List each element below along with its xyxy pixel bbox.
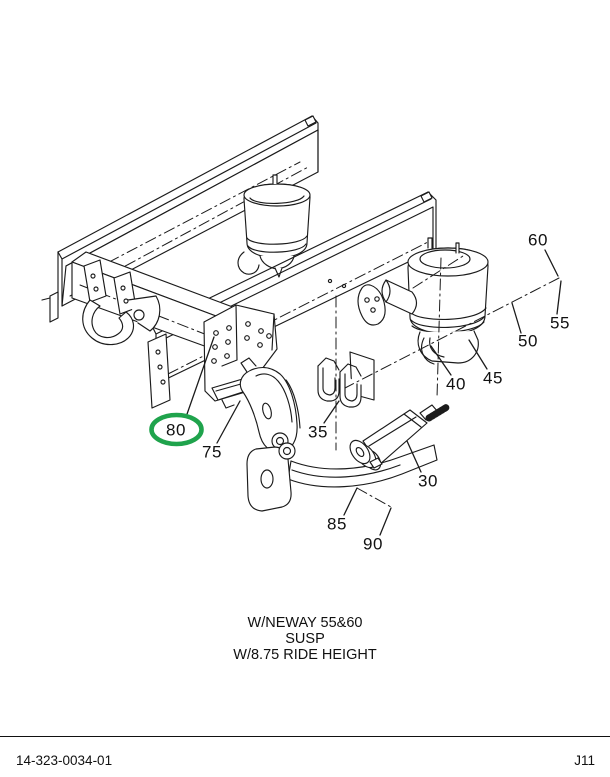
leader-75 — [216, 400, 241, 444]
leader-55 — [556, 280, 562, 315]
callout-75[interactable]: 75 — [202, 442, 222, 462]
callout-55[interactable]: 55 — [550, 313, 570, 333]
section-lines — [335, 255, 560, 508]
leader-90 — [379, 507, 392, 536]
document-number: 14-323-0034-01 — [16, 753, 113, 768]
shock-bracket-arm — [239, 357, 301, 453]
callout-80-highlighted[interactable]: 80 — [166, 420, 186, 440]
leader-60 — [544, 249, 559, 277]
leader-80 — [185, 336, 215, 418]
upper-mount-plate — [357, 279, 418, 326]
callout-30[interactable]: 30 — [418, 471, 438, 491]
callout-45[interactable]: 45 — [483, 368, 503, 388]
footer-divider — [0, 736, 610, 737]
shock-absorber — [349, 403, 451, 471]
spring-beam — [246, 442, 438, 512]
caption-line-3: W/8.75 RIDE HEIGHT — [233, 647, 377, 663]
callout-85[interactable]: 85 — [327, 514, 347, 534]
axle-clamp-bracket — [317, 351, 375, 408]
leader-40 — [430, 345, 452, 376]
leader-50 — [511, 302, 522, 334]
air-spring-right — [407, 237, 489, 365]
page-code: J11 — [574, 753, 595, 768]
tow-hook — [82, 295, 161, 346]
callout-60[interactable]: 60 — [528, 230, 548, 250]
leader-30 — [406, 440, 422, 473]
air-spring-left — [237, 174, 311, 278]
leader-85 — [343, 487, 358, 516]
callout-40[interactable]: 40 — [446, 374, 466, 394]
caption-line-1: W/NEWAY 55&60 — [247, 615, 363, 631]
diagram-caption: W/NEWAY 55&60 SUSP W/8.75 RIDE HEIGHT — [140, 615, 470, 663]
highlight-ellipse — [149, 412, 204, 447]
callout-35[interactable]: 35 — [308, 422, 328, 442]
leader-35 — [323, 400, 340, 424]
caption-line-2: SUSP — [285, 631, 325, 647]
callout-50[interactable]: 50 — [518, 331, 538, 351]
air-spring-lower-bracket — [417, 330, 479, 364]
callout-90[interactable]: 90 — [363, 534, 383, 554]
leader-lines — [185, 249, 562, 536]
leader-45 — [468, 339, 488, 370]
